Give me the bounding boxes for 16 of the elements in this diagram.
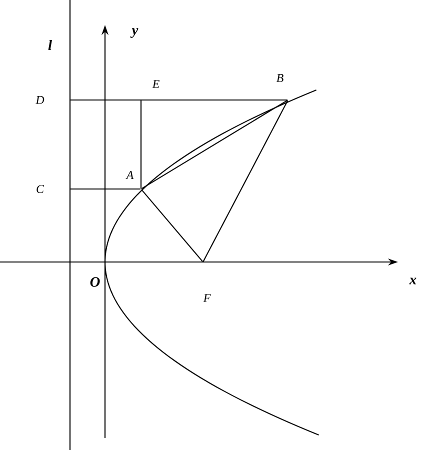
- axis-label: x: [409, 278, 416, 284]
- axis-label: l: [48, 40, 52, 50]
- axis-label: O: [90, 277, 100, 287]
- point-label: F: [203, 294, 211, 302]
- line-segment: [141, 189, 203, 262]
- axis-label: y: [130, 28, 138, 38]
- point-label: A: [126, 171, 134, 179]
- point-label: D: [36, 96, 44, 104]
- line-segment: [202, 100, 288, 262]
- line-segment: [70, 99, 288, 101]
- line-segment: [70, 188, 140, 190]
- point-label: C: [36, 184, 44, 194]
- point-label: E: [152, 80, 160, 88]
- line-segment: [141, 100, 288, 190]
- point-label: B: [276, 74, 284, 82]
- line-segment: [140, 100, 142, 188]
